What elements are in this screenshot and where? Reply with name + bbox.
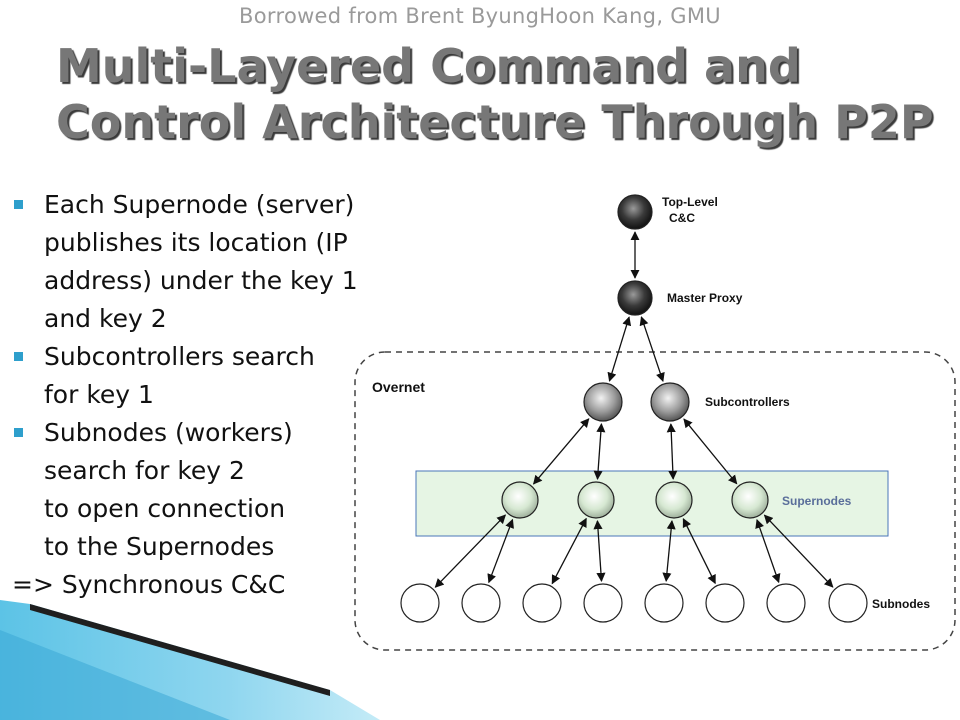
master-proxy-node — [617, 280, 653, 316]
subnode-node — [644, 583, 684, 623]
connection-arrow — [682, 518, 716, 585]
square-bullet-icon — [14, 352, 23, 361]
top-level-label-line-1: Top-Level — [662, 195, 718, 209]
edges-group — [434, 231, 834, 588]
top-level-cc-node — [617, 194, 653, 230]
connection-arrow — [662, 519, 676, 583]
connection-arrow — [593, 423, 606, 480]
bullet-text: for key 1 — [44, 380, 154, 409]
bullet-item: Subnodes (workers) search for key 2 to o… — [12, 414, 432, 566]
supernode-node — [731, 481, 769, 519]
connection-arrow — [683, 418, 738, 485]
supernode-node — [577, 481, 615, 519]
bullet-text: to the Supernodes — [44, 532, 275, 561]
connection-arrow — [666, 423, 678, 480]
conclusion-text: => Synchronous C&C — [12, 570, 286, 599]
subcontroller-node — [583, 382, 623, 422]
bullet-text: Subnodes (workers) — [44, 418, 293, 447]
conclusion-line: => Synchronous C&C — [12, 566, 432, 604]
supernode-node — [501, 481, 539, 519]
subcontrollers-label: Subcontrollers — [705, 395, 790, 409]
square-bullet-icon — [14, 200, 23, 209]
bullet-text: Each Supernode (server) — [44, 190, 355, 219]
connection-arrow — [551, 517, 587, 585]
supernodes-label: Supernodes — [782, 494, 852, 508]
bullet-text: to open connection — [44, 494, 286, 523]
band-shadow — [30, 604, 330, 696]
connection-arrow — [593, 520, 606, 582]
connection-arrow — [639, 316, 665, 383]
top-level-label-line-2: C&C — [669, 211, 695, 225]
subcontroller-node — [650, 382, 690, 422]
bullet-text: address) under the key 1 — [44, 266, 358, 295]
slide-title: Multi-Layered Command and Control Archit… — [56, 38, 936, 150]
bullet-list: Each Supernode (server) publishes its lo… — [12, 186, 432, 604]
subnodes-label: Subnodes — [872, 597, 930, 611]
subnode-node — [828, 583, 868, 623]
title-line-1: Multi-Layered Command and — [56, 39, 801, 93]
connection-arrow — [763, 514, 834, 588]
subnode-node — [461, 583, 501, 623]
decorative-band — [0, 600, 380, 720]
square-bullet-icon — [14, 428, 23, 437]
credit-line: Borrowed from Brent ByungHoon Kang, GMU — [239, 4, 721, 28]
connection-arrow — [607, 316, 632, 382]
nodes-group — [400, 194, 868, 623]
subnode-node — [766, 583, 806, 623]
master-proxy-label: Master Proxy — [667, 291, 743, 305]
subnode-node — [705, 583, 745, 623]
subnode-node — [400, 583, 440, 623]
bullet-text: search for key 2 — [44, 456, 245, 485]
bullet-text: publishes its location (IP — [44, 228, 348, 257]
bullet-text: and key 2 — [44, 304, 167, 333]
title-line-2: Control Architecture Through P2P — [56, 95, 934, 149]
bullet-text: Subcontrollers search — [44, 342, 315, 371]
bullet-item: Subcontrollers search for key 1 — [12, 338, 432, 414]
connection-arrow — [487, 518, 514, 584]
subnode-node — [583, 583, 623, 623]
band-highlight — [0, 630, 230, 720]
subnode-node — [522, 583, 562, 623]
overnet-label: Overnet — [372, 379, 425, 395]
bullet-item: Each Supernode (server) publishes its lo… — [12, 186, 432, 338]
connection-arrow — [532, 418, 590, 485]
supernode-node — [655, 481, 693, 519]
